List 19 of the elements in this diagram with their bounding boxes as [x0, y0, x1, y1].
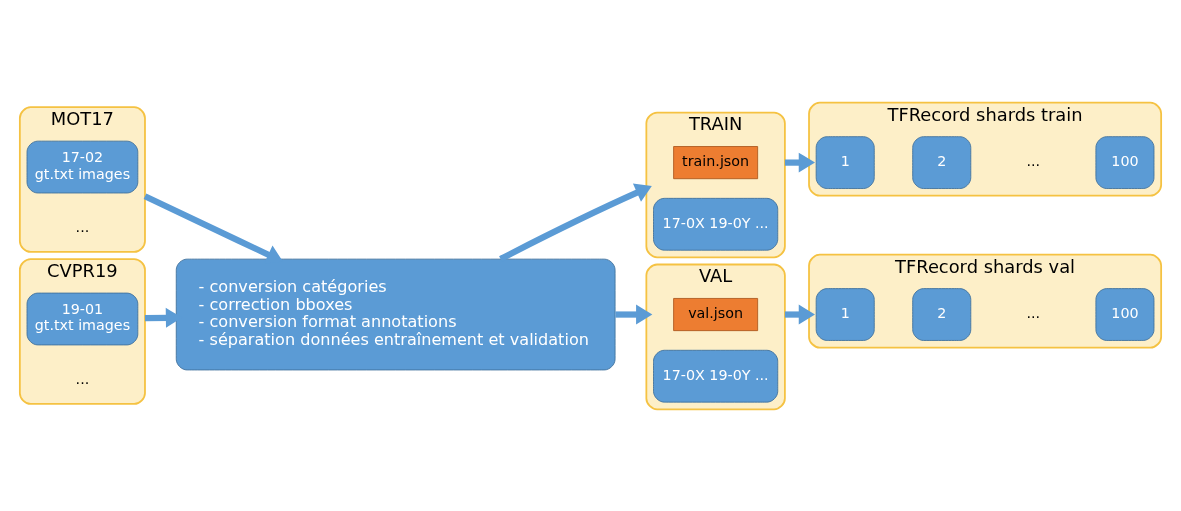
arrow — [784, 152, 815, 173]
node-box: 1 — [815, 135, 875, 189]
node-box: 17-02 gt.txt images — [26, 140, 139, 193]
label: ... — [1026, 304, 1041, 321]
node-box: - conversion catégories - correction bboxes - conversion format annotations - séparation données entraînement et validation — [175, 258, 616, 370]
node-box: 100 — [1095, 135, 1155, 189]
arrow — [499, 183, 652, 262]
node-box: 100 — [1095, 287, 1155, 341]
node-box: 17-0X 19-0Y ... — [653, 197, 779, 251]
node-box: val.json — [673, 297, 759, 331]
node-box: 17-0X 19-0Y ... — [653, 349, 779, 403]
node-box: 1 — [815, 287, 875, 341]
node-box: 2 — [912, 135, 972, 189]
node-box: train.json — [673, 145, 759, 179]
arrow — [784, 304, 815, 324]
node-box: 2 — [912, 287, 972, 341]
label: ... — [1026, 152, 1041, 169]
node-box: 19-01 gt.txt images — [26, 292, 139, 345]
arrow — [615, 304, 653, 324]
